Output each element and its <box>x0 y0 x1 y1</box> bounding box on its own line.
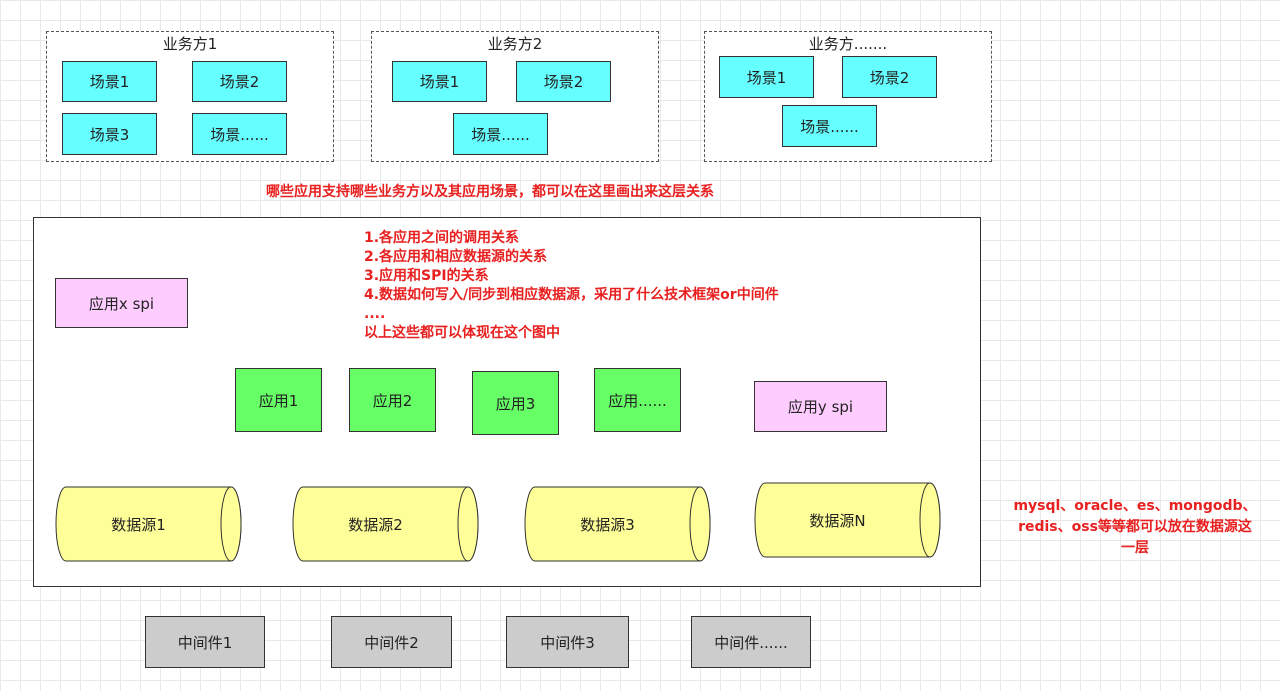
middleware-box: 中间件2 <box>331 616 452 668</box>
spi-box-y: 应用y spi <box>754 381 887 432</box>
scene-box: 场景1 <box>719 56 814 98</box>
note-line: 1.各应用之间的调用关系 <box>364 230 520 246</box>
scene-box: 场景...... <box>453 113 548 155</box>
app-box: 应用2 <box>349 368 436 432</box>
business-note: 哪些应用支持哪些业务方以及其应用场景，都可以在这里画出来这层关系 <box>266 184 714 200</box>
datasource-note: mysql、oracle、es、mongodb、 redis、oss等等都可以放… <box>995 496 1275 559</box>
datasource-cylinder <box>754 482 941 558</box>
datasource-label: 数据源1 <box>111 515 166 534</box>
scene-box: 场景2 <box>516 61 611 102</box>
middleware-box: 中间件3 <box>506 616 629 668</box>
note-line: redis、oss等等都可以放在数据源这 <box>1018 519 1252 535</box>
application-notes: 1.各应用之间的调用关系 2.各应用和相应数据源的关系 3.应用和SPI的关系 … <box>364 229 779 343</box>
business-group-title: 业务方....... <box>808 35 888 53</box>
spi-box-x: 应用x spi <box>55 278 188 328</box>
note-line: 3.应用和SPI的关系 <box>364 268 489 284</box>
note-line: .... <box>364 306 386 322</box>
scene-box: 场景...... <box>782 105 877 147</box>
note-line: 一层 <box>1121 540 1149 556</box>
datasource-cylinder <box>292 486 479 562</box>
scene-box: 场景2 <box>842 56 937 98</box>
app-box: 应用...... <box>594 368 681 432</box>
business-group-title: 业务方1 <box>162 35 218 53</box>
datasource-cylinder <box>55 486 242 562</box>
app-box: 应用1 <box>235 368 322 432</box>
datasource-label: 数据源N <box>809 511 866 530</box>
datasource-label: 数据源3 <box>580 515 635 534</box>
note-line: 以上这些都可以体现在这个图中 <box>364 325 560 341</box>
scene-box: 场景1 <box>62 61 157 102</box>
note-line: 2.各应用和相应数据源的关系 <box>364 249 548 265</box>
scene-box: 场景...... <box>192 113 287 155</box>
scene-box: 场景3 <box>62 113 157 155</box>
business-group-title: 业务方2 <box>487 35 543 53</box>
note-line: 4.数据如何写入/同步到相应数据源，采用了什么技术框架or中间件 <box>364 287 779 303</box>
middleware-box: 中间件1 <box>145 616 265 668</box>
middleware-box: 中间件...... <box>691 616 811 668</box>
scene-box: 场景2 <box>192 61 287 102</box>
note-line: mysql、oracle、es、mongodb、 <box>1013 498 1257 514</box>
datasource-cylinder <box>524 486 711 562</box>
app-box: 应用3 <box>472 371 559 435</box>
datasource-label: 数据源2 <box>348 515 403 534</box>
scene-box: 场景1 <box>392 61 487 102</box>
